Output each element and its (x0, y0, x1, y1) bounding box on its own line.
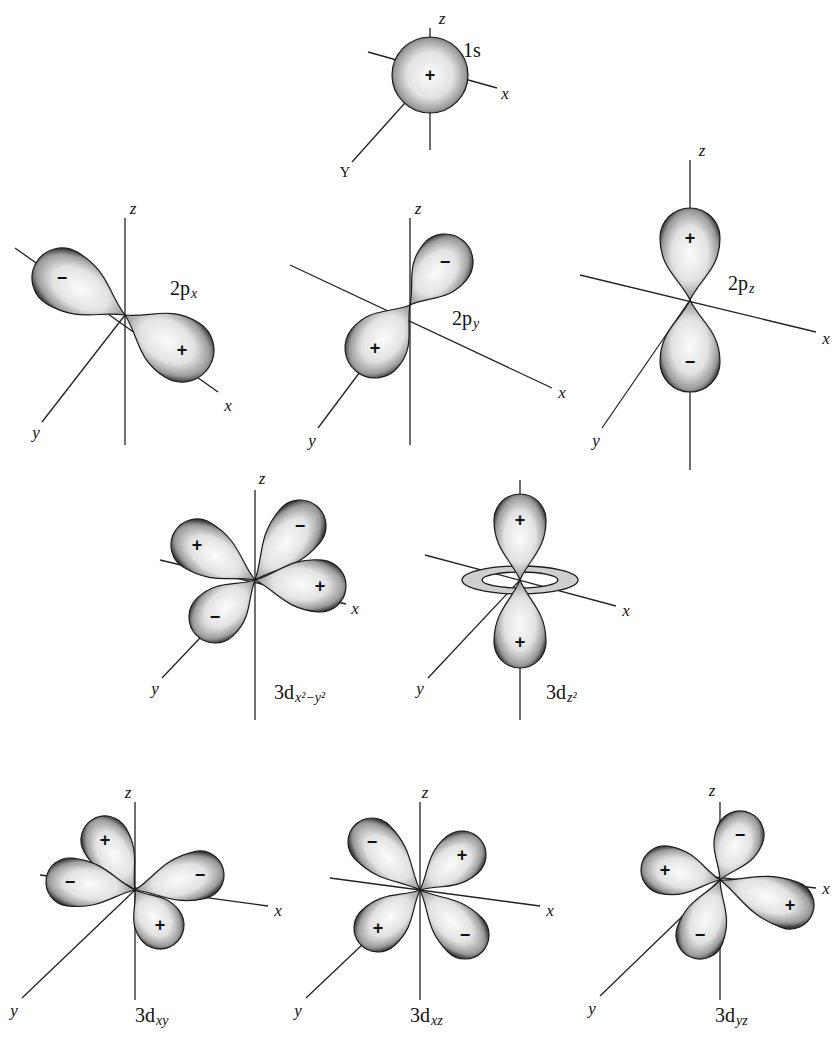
phase-sign: + (100, 831, 111, 849)
orbital-name: 2p (170, 278, 190, 298)
phase-sign: + (515, 633, 526, 651)
axis-line (124, 218, 125, 445)
axis-label: z (125, 784, 132, 801)
axis-label: z (709, 782, 716, 799)
axis-label: x (822, 330, 830, 347)
axis-line (254, 490, 255, 720)
orbital-lobe (333, 286, 433, 390)
orbital-lobe (494, 580, 546, 668)
orbital-lobe (21, 237, 140, 341)
phase-sign: − (460, 926, 471, 944)
axis-label: z (415, 200, 422, 217)
phase-sign: + (685, 229, 696, 247)
orbital-name: 3d (546, 682, 566, 702)
phase-sign: − (685, 353, 696, 371)
orbital-lobe (403, 873, 499, 969)
orbital-subscript: xz (431, 1014, 443, 1028)
axis-label: x (501, 85, 509, 102)
axis-line (42, 315, 125, 422)
orbital-lobe (344, 872, 436, 962)
orbital-name: 3d (410, 1005, 430, 1025)
phase-sign: + (315, 577, 326, 595)
orbital-lobe (115, 876, 193, 958)
orbital-subscript: x (191, 287, 197, 301)
axis-label: y (294, 1002, 302, 1019)
orbital-lobe (712, 857, 821, 935)
phase-sign: + (785, 896, 796, 914)
axis-label: y (151, 680, 159, 697)
axis-label: y (416, 680, 424, 697)
axis-label: x (351, 600, 359, 617)
orbital-subscript: z (749, 282, 754, 296)
phase-sign: − (65, 873, 76, 891)
orbital-lobe (660, 208, 720, 300)
orbital-name: 3d (274, 682, 294, 702)
orbital-name: 1s (463, 40, 481, 60)
axis-label: x (622, 602, 630, 619)
phase-sign: − (440, 253, 451, 271)
phase-sign: − (735, 826, 746, 844)
phase-sign: + (177, 341, 188, 359)
axis-label: y (592, 432, 600, 449)
axes (15, 28, 816, 1000)
axis-label: z (130, 200, 137, 217)
orbital-lobe (253, 554, 349, 614)
orbital-name: 3d (135, 1005, 155, 1025)
axis-label: y (10, 1002, 18, 1019)
axis-label: z (699, 142, 706, 159)
phase-sign: + (373, 919, 384, 937)
orbital-lobe (494, 494, 546, 580)
phase-sign: − (57, 269, 68, 287)
orbital-name: 3d (715, 1005, 735, 1025)
orbital-lobe (108, 288, 226, 394)
orbital-lobe (660, 300, 720, 392)
axis-label: y (32, 424, 40, 441)
s-orbital-sphere (392, 37, 468, 113)
axis-label: z (439, 10, 446, 27)
orbital-lobe (669, 872, 742, 966)
axis-label: Y (340, 165, 351, 180)
axis-label: x (822, 880, 830, 897)
orbital-lobe (43, 855, 138, 914)
phase-sign: + (192, 536, 203, 554)
axis-label: y (308, 432, 316, 449)
phase-sign: − (295, 517, 306, 535)
orbital-lobe (178, 561, 272, 654)
axis-label: y (588, 1000, 596, 1017)
axis-line (419, 802, 420, 1000)
orbital-name: 2p (728, 273, 748, 293)
orbital-subscript: z² (567, 691, 577, 705)
phase-sign: − (195, 866, 206, 884)
orbital-subscript: yz (736, 1014, 748, 1028)
orbital-subscript: xy (156, 1014, 168, 1028)
phase-sign: + (515, 511, 526, 529)
phase-sign: + (660, 861, 671, 879)
orbital-subscript: x²−y² (295, 691, 325, 705)
orbital-subscript: y (473, 317, 479, 331)
phase-sign: + (425, 66, 436, 84)
phase-sign: + (370, 339, 381, 357)
axis-label: x (558, 384, 566, 401)
phase-sign: + (155, 916, 166, 934)
phase-sign: − (695, 926, 706, 944)
phase-sign: − (367, 833, 378, 851)
phase-sign: − (210, 608, 221, 626)
axis-label: z (422, 784, 429, 801)
lobes (21, 208, 821, 969)
axis-label: z (259, 470, 266, 487)
orbital-name: 2p (452, 308, 472, 328)
phase-sign: + (457, 846, 468, 864)
axis-label: x (274, 902, 282, 919)
axis-label: x (224, 397, 232, 414)
axis-label: x (546, 902, 554, 919)
